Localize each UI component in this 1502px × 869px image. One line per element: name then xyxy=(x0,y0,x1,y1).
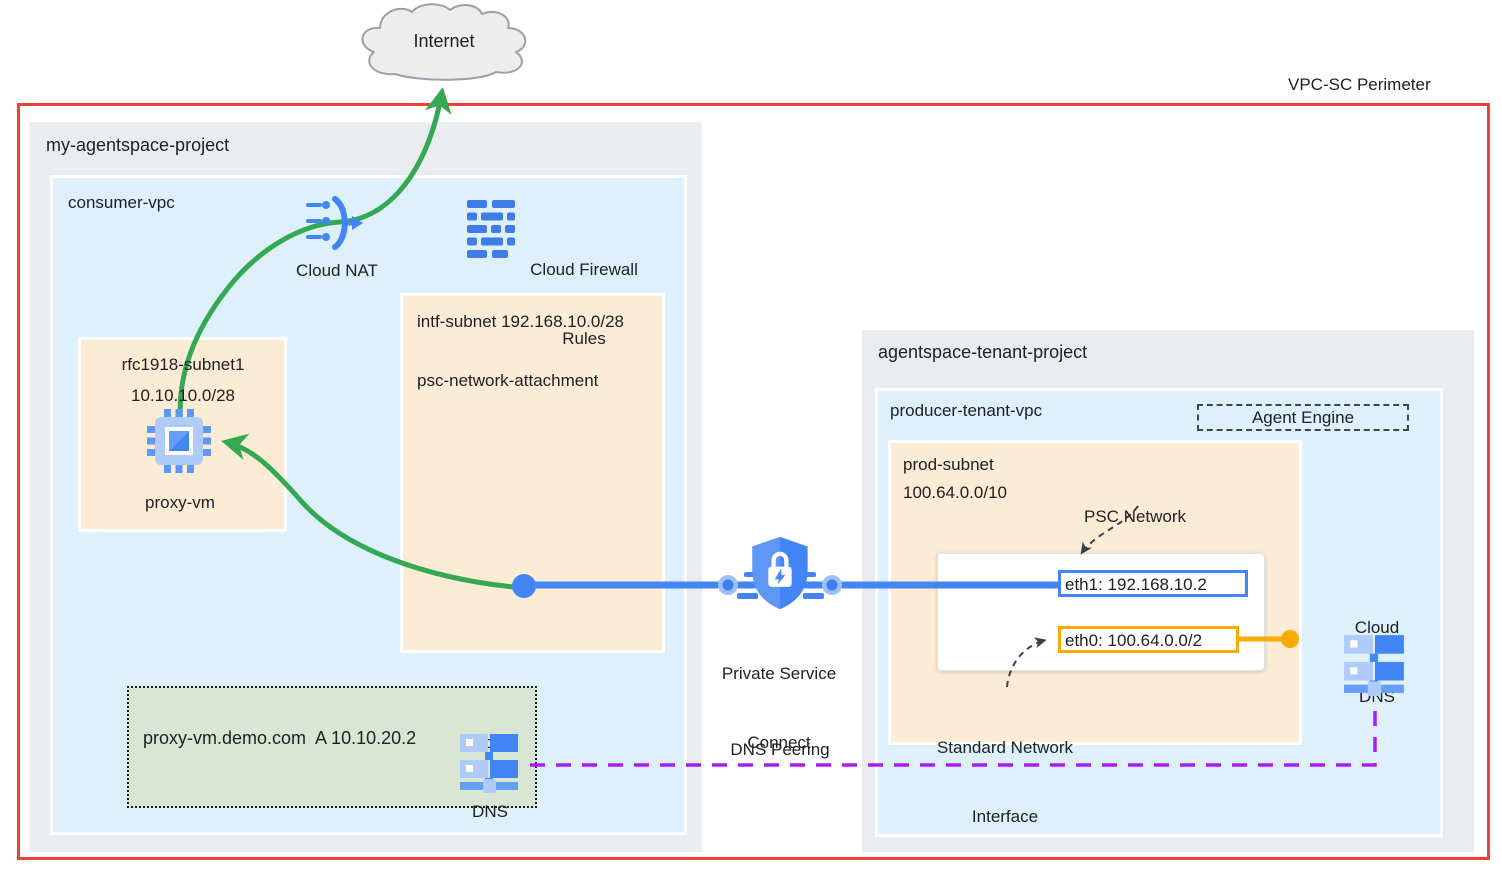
producer-vpc-title: producer-tenant-vpc xyxy=(890,401,1043,420)
cloud-nat-icon xyxy=(306,196,363,250)
eth0-label: eth0: 100.64.0.0/2 xyxy=(1065,631,1203,650)
cloud-firewall-icon xyxy=(467,200,515,258)
proxy-vm-compute-icon xyxy=(147,409,211,473)
private-service-connect-icon xyxy=(752,536,808,610)
std-interface-label-line2: Interface xyxy=(971,807,1039,826)
internet-cloud-icon xyxy=(361,3,527,81)
psc-interface-label-line1: PSC Network xyxy=(1083,507,1187,526)
eth1-box: eth1: 192.168.10.2 xyxy=(1058,570,1248,597)
psc-label-line2: Connect xyxy=(747,733,811,752)
agent-engine-box: Agent Engine xyxy=(1197,404,1409,431)
dns-peering-label: DNS Peering xyxy=(730,740,830,759)
tenant-project-title: agentspace-tenant-project xyxy=(878,342,1088,362)
eth1-label: eth1: 192.168.10.2 xyxy=(1065,575,1207,594)
psc-label: Private Service Connect xyxy=(722,616,836,800)
prod-subnet-name: prod-subnet xyxy=(903,455,994,474)
left-cloud-dns-label-line2: DNS xyxy=(472,802,508,821)
std-interface-label-line1: Standard Network xyxy=(936,738,1074,757)
eth0-box: eth0: 100.64.0.0/2 xyxy=(1058,626,1239,653)
internet-label: Internet xyxy=(413,31,475,51)
right-cloud-dns-icon xyxy=(1344,635,1404,696)
psc-interface-label: PSC Network Interface xyxy=(1084,459,1186,643)
right-cloud-dns-label-line1: Cloud xyxy=(1354,618,1400,637)
prod-subnet-cidr: 100.64.0.0/10 xyxy=(903,483,1007,502)
vpc-sc-perimeter-box xyxy=(17,103,1490,860)
rfc-subnet-name: rfc1918-subnet1 xyxy=(121,355,245,374)
my-project-title: my-agentspace-project xyxy=(46,135,230,155)
rfc-subnet-cidr: 10.10.10.0/28 xyxy=(131,386,235,405)
cloud-firewall-label-line1: Cloud Firewall xyxy=(530,260,638,279)
psc-label-line1: Private Service xyxy=(721,664,837,683)
cloud-firewall-label: Cloud Firewall Rules xyxy=(530,212,638,396)
dns-record-text: proxy-vm.demo.com A 10.10.20.2 xyxy=(143,728,417,748)
std-interface-label: Standard Network Interface xyxy=(937,690,1073,869)
left-cloud-dns-icon xyxy=(460,734,518,793)
cloud-nat-label: Cloud NAT xyxy=(296,261,378,280)
psc-network-attachment-label: psc-network-attachment xyxy=(417,371,599,390)
vpc-sc-perimeter-label: VPC-SC Perimeter xyxy=(1288,75,1431,94)
consumer-vpc-title: consumer-vpc xyxy=(68,193,175,212)
agent-engine-label: Agent Engine xyxy=(1251,408,1355,427)
proxy-vm-label: proxy-vm xyxy=(145,493,215,512)
intf-subnet-title: intf-subnet 192.168.10.0/28 xyxy=(417,312,624,331)
cloud-firewall-label-line2: Rules xyxy=(562,329,606,348)
